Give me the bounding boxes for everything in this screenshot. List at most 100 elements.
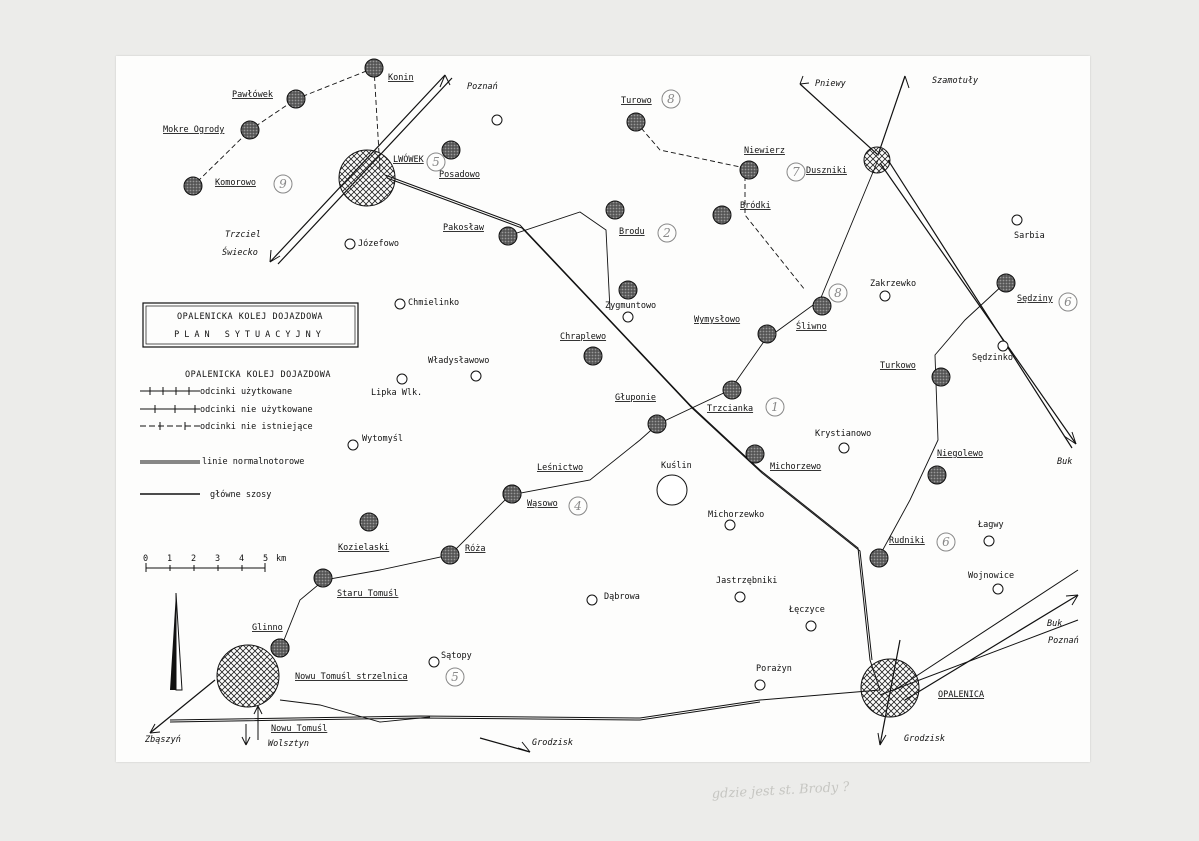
village-label-krystianowo: Krystianowo <box>815 429 871 439</box>
scale-tick-1: 1 <box>167 554 172 564</box>
hand-circle-25 <box>445 667 465 687</box>
village-marker-17 <box>992 583 1004 595</box>
village-marker-13 <box>879 290 891 302</box>
village-label-michorzewko: Michorzewko <box>708 510 764 520</box>
station-marker-12 <box>618 280 638 300</box>
scale-tick-5: 5 <box>263 554 268 564</box>
station-label-nowu-tomusl: Nowu Tomuśl <box>271 723 327 734</box>
station-marker-27 <box>996 273 1016 293</box>
hand-circle-15 <box>828 283 848 303</box>
village-label-sarbia: Sarbia <box>1014 231 1045 241</box>
station-marker-29 <box>927 465 947 485</box>
direction-grodzisk-e: Grodzisk <box>904 734 945 744</box>
village-label-chmielinko: Chmielinko <box>408 298 459 308</box>
hand-circle-3 <box>273 174 293 194</box>
station-marker-6 <box>498 226 518 246</box>
village-label-satopy: Sątopy <box>441 651 472 661</box>
hand-number-30: 6 <box>942 535 950 549</box>
legend-item-nonexistent: odcinki nie istniejące <box>200 422 313 432</box>
station-label-duszniki: Duszniki <box>806 166 847 176</box>
village-label-leczyce: Łęczyce <box>788 605 825 615</box>
station-label-pawlowek: Pawłówek <box>232 89 273 100</box>
direction-pniewy: Pniewy <box>815 79 847 89</box>
hand-number-8: 8 <box>667 92 675 106</box>
station-marker-21 <box>359 512 379 532</box>
legend-heading: OPALENICKA KOLEJ DOJAZDOWA <box>185 370 331 380</box>
station-label-mokre-ogrody: Mokre Ogrody <box>163 125 224 135</box>
station-label-turkowo: Turkowo <box>880 361 916 371</box>
station-marker-14 <box>757 324 777 344</box>
town-kuslin-circle <box>656 474 688 506</box>
village-label-wytomysl: Wytomyśl <box>362 433 403 444</box>
village-label-kuslin: Kuślin <box>661 460 692 471</box>
village-marker-10 <box>428 656 440 668</box>
station-marker-1 <box>286 89 306 109</box>
station-label-komorowo: Komorowo <box>215 178 256 188</box>
legend: OPALENICKA KOLEJ DOJAZDOWA odcinki użytk… <box>140 370 331 500</box>
village-label-wojnowice: Wojnowice <box>968 571 1014 581</box>
hand-number-4: 5 <box>432 155 440 169</box>
station-label-wasowo: Wąsowo <box>527 499 558 509</box>
village-label-porazyn: Porażyn <box>756 664 792 674</box>
station-label-lesnictwo: Leśnictwo <box>537 462 583 473</box>
station-marker-13 <box>583 346 603 366</box>
village-label-dabrowa: Dąbrowa <box>604 592 640 602</box>
village-marker-9 <box>805 620 817 632</box>
station-label-brodu: Brodu <box>619 227 645 237</box>
direction-buk-e: Buk <box>1047 619 1062 629</box>
direction-grodzisk-w: Grodzisk <box>532 738 573 748</box>
village-marker-4 <box>347 439 359 451</box>
village-label-zakrzewko: Zakrzewko <box>870 279 916 289</box>
station-marker-3 <box>183 176 203 196</box>
station-label-niewierz: Niewierz <box>744 146 785 156</box>
direction-swiecko: Świecko <box>222 246 258 258</box>
station-marker-9 <box>739 160 759 180</box>
village-marker-1 <box>394 298 406 310</box>
legend-subtitle: PLAN SYTUACYJNY <box>174 330 326 340</box>
station-marker-28 <box>931 367 951 387</box>
scale-bar: 0 1 2 3 4 5 km <box>143 554 286 572</box>
station-marker-0 <box>364 58 384 78</box>
village-marker-2 <box>470 370 482 382</box>
hand-circle-30 <box>936 532 956 552</box>
station-label-glinno: Glinno <box>252 623 283 633</box>
scale-tick-3: 3 <box>215 554 220 564</box>
scale-tick-4: 4 <box>239 554 244 564</box>
station-markers <box>183 58 1016 658</box>
station-marker-22 <box>440 545 460 565</box>
station-label-staru-tomusl: Staru Tomuśl <box>337 588 398 599</box>
legend-item-unused: odcinki nie użytkowane <box>200 405 313 415</box>
scale-tick-2: 2 <box>191 554 196 564</box>
station-marker-15 <box>812 296 832 316</box>
village-marker-0 <box>344 238 356 250</box>
hand-number-27: 6 <box>1064 295 1072 309</box>
town-lwowek-circle <box>338 149 396 207</box>
station-marker-2 <box>240 120 260 140</box>
hand-number-3: 9 <box>279 177 287 191</box>
direction-poznan-n: Poznań <box>467 82 498 92</box>
extra-village-marker-1 <box>622 311 634 323</box>
station-marker-18 <box>745 444 765 464</box>
town-duszniki-circle <box>863 146 891 174</box>
hand-circle-27 <box>1058 292 1078 312</box>
direction-szamotuly: Szamotuły <box>932 76 979 86</box>
hand-number-15: 8 <box>834 286 842 300</box>
station-label-roza: Róża <box>465 543 485 554</box>
station-marker-8 <box>626 112 646 132</box>
station-label-kozielaski: Kozielaski <box>338 543 389 553</box>
station-label-nowu-tomusl-strzelnica: Nowu Tomuśl strzelnica <box>295 671 408 682</box>
extra-village-marker-0 <box>491 114 503 126</box>
station-marker-11 <box>712 205 732 225</box>
village-label-sedzinko: Sędzinko <box>972 353 1013 363</box>
direction-buk-n: Buk <box>1057 457 1072 467</box>
village-marker-8 <box>734 591 746 603</box>
direction-poznan-e: Poznań <box>1048 636 1079 646</box>
station-label-konin: Konin <box>388 73 414 83</box>
hand-number-17: 1 <box>771 400 779 414</box>
station-label-brodki: Bródki <box>740 200 771 211</box>
station-label-trzcianka: Trzcianka <box>707 404 753 414</box>
hand-circle-17 <box>765 397 785 417</box>
hand-number-7: 2 <box>662 226 671 240</box>
handwritten-note: gdzie jest st. Brody ? <box>711 780 850 802</box>
